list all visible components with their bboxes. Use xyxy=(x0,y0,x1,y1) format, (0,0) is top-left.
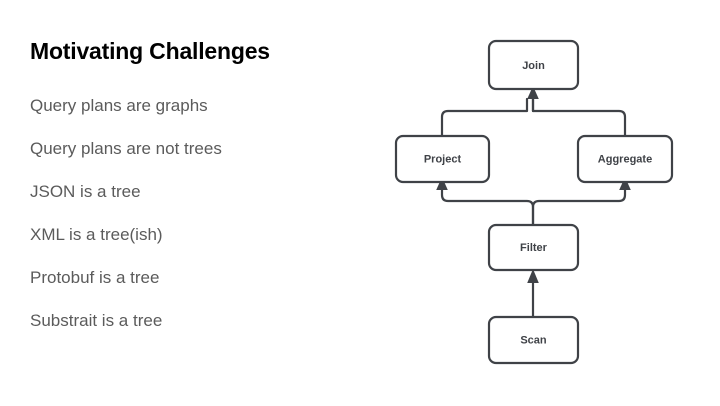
node-aggregate[interactable]: Aggregate xyxy=(576,134,674,184)
node-project[interactable]: Project xyxy=(394,134,491,184)
list-item: Protobuf is a tree xyxy=(30,268,160,287)
edge-filter-to-project xyxy=(436,177,535,227)
node-filter-label: Filter xyxy=(520,242,548,254)
node-project-label: Project xyxy=(424,153,462,165)
node-scan-label: Scan xyxy=(520,334,547,346)
list-item: Substrait is a tree xyxy=(30,311,163,330)
node-scan[interactable]: Scan xyxy=(487,315,580,365)
node-join-label: Join xyxy=(522,60,545,72)
left-content-column: Motivating Challenges Query plans are gr… xyxy=(30,36,370,342)
node-project-box[interactable] xyxy=(394,134,491,184)
node-filter-box[interactable] xyxy=(487,223,580,272)
list-item: JSON is a tree xyxy=(30,182,141,201)
node-aggregate-label: Aggregate xyxy=(598,153,652,165)
list-item: Query plans are graphs xyxy=(30,96,208,115)
arrow-into-join xyxy=(527,86,539,113)
node-filter[interactable]: Filter xyxy=(487,223,580,272)
edge-filter-to-aggregate xyxy=(531,177,631,227)
node-join-box[interactable] xyxy=(487,39,580,91)
bullet-list: Query plans are graphs Query plans are n… xyxy=(30,84,370,342)
page-title: Motivating Challenges xyxy=(30,38,270,64)
node-join[interactable]: Join xyxy=(487,39,580,91)
query-plan-diagram: Join Project Aggregate Filter Scan xyxy=(380,20,700,386)
list-item: XML is a tree(ish) xyxy=(30,225,163,244)
list-item: Query plans are not trees xyxy=(30,139,222,158)
query-plan-svg: Join Project Aggregate Filter Scan xyxy=(394,39,674,365)
edge-scan-to-filter xyxy=(527,269,539,319)
edge-project-to-join xyxy=(440,97,529,138)
edge-aggregate-to-join xyxy=(531,97,627,138)
node-scan-box[interactable] xyxy=(487,315,580,365)
node-aggregate-box[interactable] xyxy=(576,134,674,184)
